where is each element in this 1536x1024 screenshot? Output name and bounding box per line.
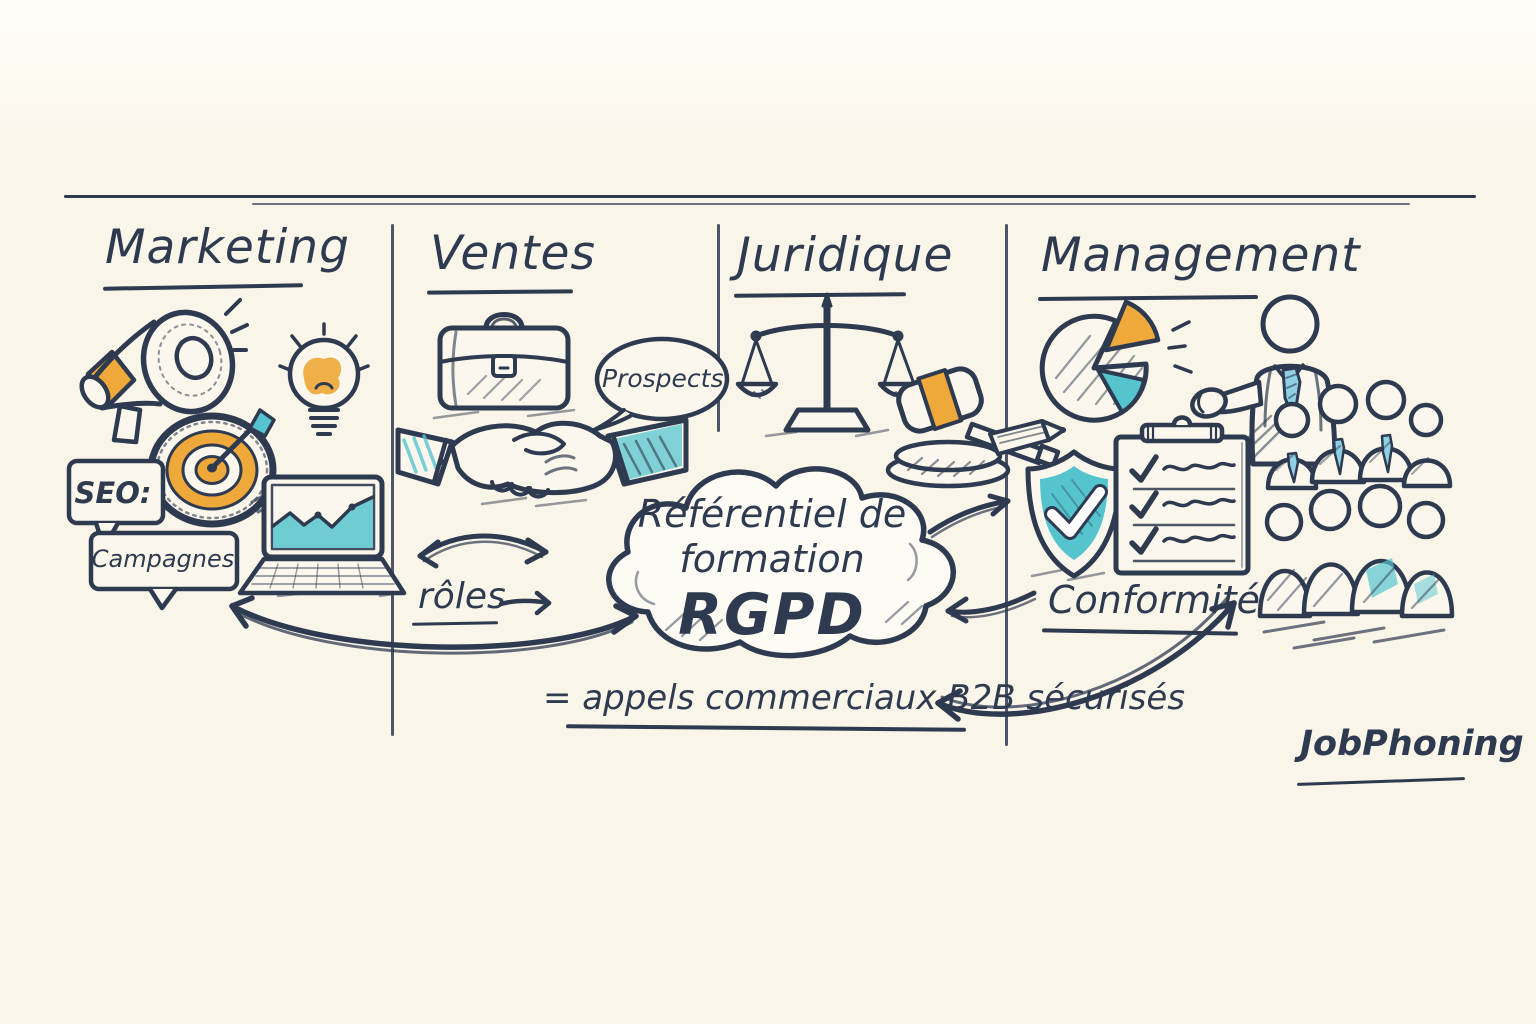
column-header-juridique: Juridique bbox=[737, 228, 954, 283]
laptop-chart-icon bbox=[230, 472, 408, 600]
brand-signature: JobPhoning bbox=[1300, 724, 1524, 764]
cloud-title: Référentiel de formation RGPD bbox=[612, 492, 932, 649]
arrow-cloud-shield bbox=[924, 490, 1018, 539]
column-header-management: Management bbox=[1041, 228, 1361, 283]
caption-equation: = appels commerciaux B2B sécurisés bbox=[543, 678, 1185, 718]
seo-bubble-label: SEO: bbox=[74, 476, 152, 510]
marketing-underline bbox=[102, 283, 304, 291]
dart-target-icon bbox=[146, 406, 286, 530]
pencil-icon bbox=[986, 416, 1070, 464]
cloud-title-line1: Référentiel de bbox=[637, 492, 907, 536]
signature-underline bbox=[1296, 777, 1466, 786]
cloud-title-line3: RGPD bbox=[678, 581, 866, 648]
checklist-clipboard-icon bbox=[1106, 413, 1258, 581]
megaphone-icon bbox=[68, 292, 249, 447]
column-header-ventes: Ventes bbox=[430, 226, 596, 281]
arrow-ventes-cloud bbox=[406, 516, 558, 574]
top-rule-echo bbox=[252, 203, 1410, 205]
lightbulb-icon bbox=[272, 322, 377, 457]
pie-chart-icon bbox=[1036, 299, 1174, 424]
presenter-icon bbox=[1163, 286, 1341, 494]
arrow-conformite-cloud bbox=[938, 583, 1042, 629]
arrow-marketing-cloud bbox=[220, 590, 648, 668]
campagnes-speech-bubble bbox=[86, 528, 244, 616]
caption-underline bbox=[565, 724, 967, 732]
briefcase-icon bbox=[428, 298, 580, 430]
handshake-icon bbox=[395, 396, 689, 514]
divider-marketing-ventes bbox=[391, 224, 394, 736]
conformite-label: Conformité bbox=[1048, 578, 1260, 622]
team-icon bbox=[1254, 370, 1456, 652]
column-header-marketing: Marketing bbox=[105, 220, 350, 275]
top-rule bbox=[64, 195, 1476, 198]
roles-label: rôles bbox=[418, 576, 506, 617]
prospects-bubble-label: Prospects bbox=[602, 364, 724, 393]
arrow-roles-cloud bbox=[497, 588, 561, 618]
divider-ventes-juridique bbox=[717, 224, 720, 432]
rgpd-cloud bbox=[570, 444, 972, 672]
divider-juridique-management bbox=[1005, 224, 1008, 746]
campagnes-bubble-label: Campagnes bbox=[91, 545, 235, 573]
ventes-underline bbox=[426, 289, 574, 295]
shield-check-icon bbox=[1018, 446, 1130, 584]
prospects-speech-bubble bbox=[590, 334, 732, 436]
cloud-title-line2: formation bbox=[679, 536, 865, 581]
